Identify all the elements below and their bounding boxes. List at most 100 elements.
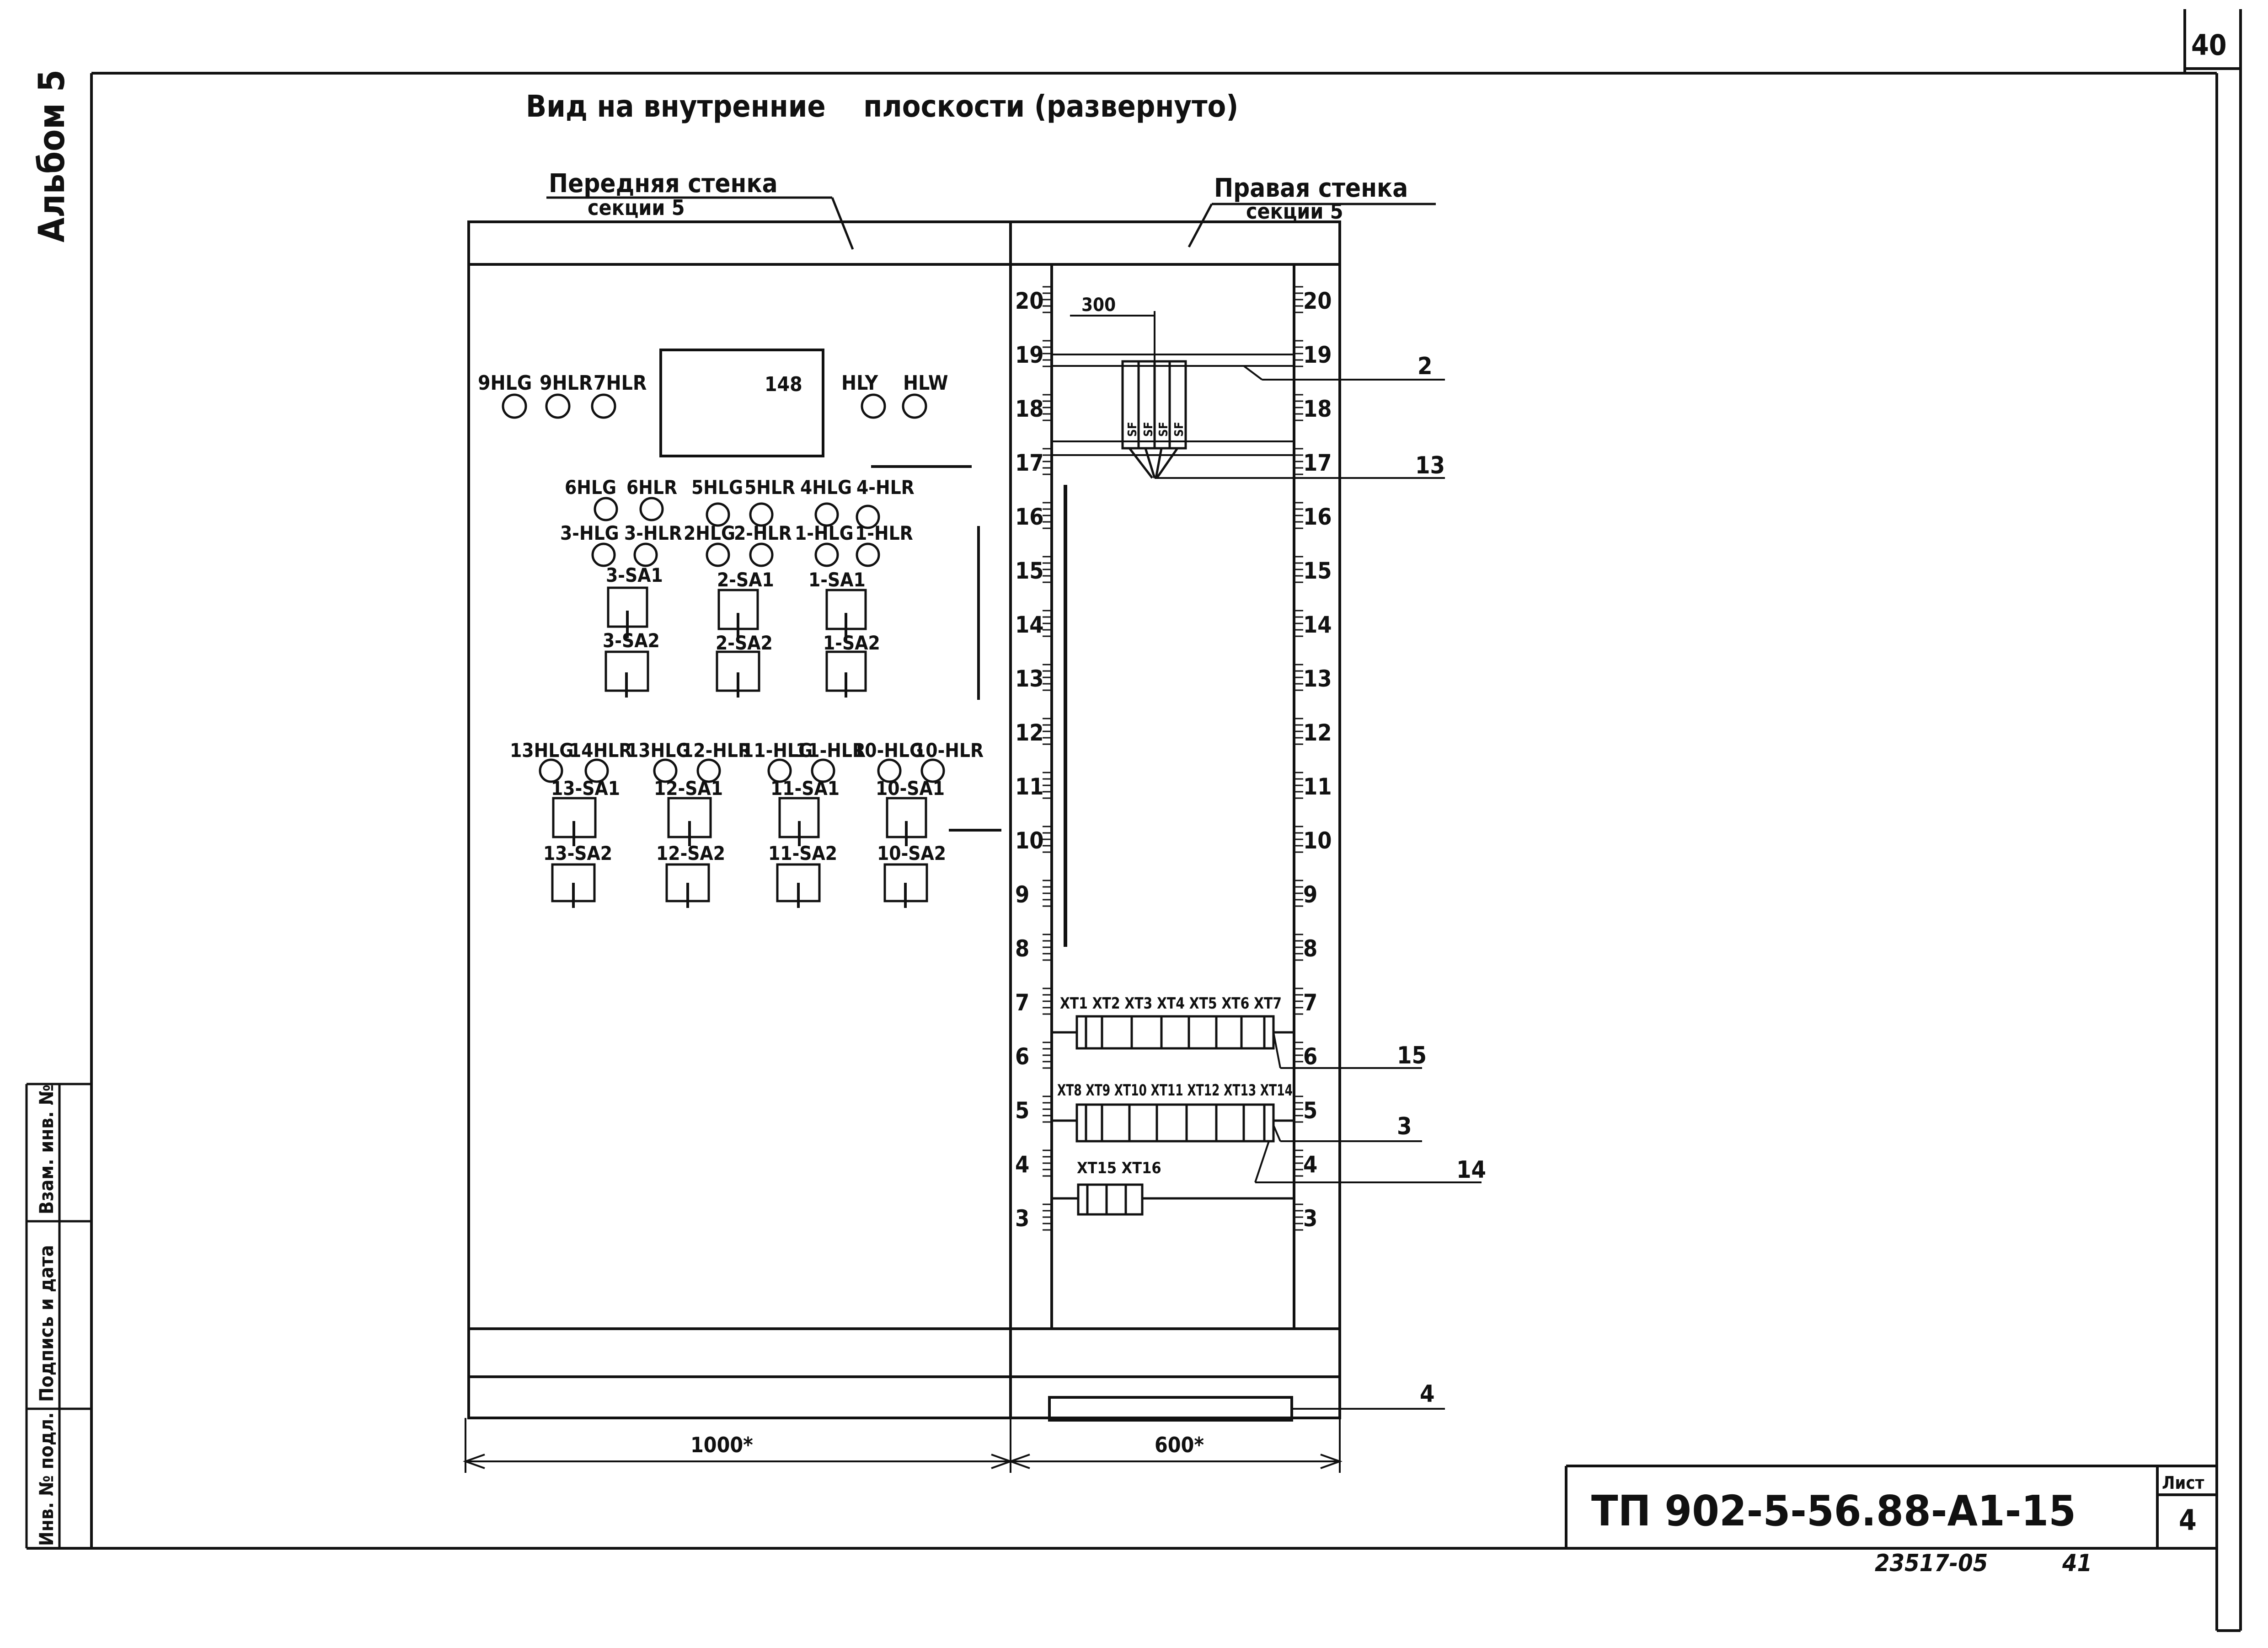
- lamp-label: 7HLR: [594, 371, 647, 395]
- lamp-label: 13HLG: [626, 739, 690, 762]
- sheet-label: Лист: [2162, 1473, 2204, 1493]
- lamp-label: 10-HLG: [853, 739, 924, 762]
- switch-label: 2-SA1: [717, 569, 774, 591]
- scale-right-label: 3: [1303, 1205, 1317, 1232]
- callout-13: 13: [1415, 452, 1445, 479]
- callout-14: 14: [1456, 1156, 1486, 1184]
- front-wall-subtitle: секции 5: [588, 195, 685, 220]
- lamp-label: 10-HLR: [914, 739, 984, 762]
- scale-right-label: 16: [1303, 504, 1332, 530]
- scale-right-label: 9: [1303, 881, 1317, 908]
- scale-right-label: 17: [1303, 450, 1332, 476]
- scale-left-label: 20: [1015, 288, 1044, 314]
- lamp-label: 9HLG: [478, 371, 532, 395]
- scale-left-label: 4: [1015, 1151, 1029, 1178]
- dim-1000: 1000*: [690, 1433, 753, 1457]
- stamp-field-vzam: Взам. инв. №: [35, 1084, 58, 1214]
- switch-label: 12-SA2: [656, 842, 725, 864]
- switch-label: 3-SA2: [603, 629, 660, 652]
- scale-left-label: 18: [1015, 396, 1044, 422]
- breaker-label: SF: [1172, 422, 1186, 437]
- scale-right-label: 8: [1303, 935, 1317, 962]
- stamp-field-podpis: Подпись и дата: [35, 1245, 58, 1402]
- scale-left-label: 6: [1015, 1043, 1029, 1070]
- switch-label: 1-SA2: [823, 632, 880, 654]
- switch-group-upper: 3-SA1 2-SA1 1-SA1 3-SA2 2-SA2 1-SA2: [603, 564, 880, 698]
- lamp-label: 3-HLG: [560, 522, 619, 544]
- switch-label: 13-SA2: [543, 842, 612, 864]
- breaker-block: [1121, 360, 1187, 479]
- scale-left-label: 5: [1015, 1097, 1029, 1124]
- stamp-field-inv: Инв. № подл.: [35, 1412, 58, 1546]
- terminal-row-2-label: XT8 XT9 XT10 XT11 XT12 XT13 XT14: [1057, 1081, 1293, 1100]
- front-wall-title: Передняя стенка: [549, 169, 778, 199]
- drawing-title: Вид на внутренние плоскости (развернуто): [526, 89, 1238, 124]
- scale-right-label: 15: [1303, 558, 1332, 584]
- dimension-lines: [463, 1418, 1343, 1473]
- lamp-label: 11-HLG: [742, 739, 813, 762]
- lamp-label: 6HLR: [626, 476, 677, 499]
- callout-3: 3: [1397, 1113, 1412, 1140]
- stamp-extra: 41: [2062, 1550, 2092, 1577]
- switch-label: 10-SA2: [877, 842, 946, 864]
- lamp-label: 4HLG: [800, 476, 852, 499]
- scale-left-label: 14: [1015, 612, 1044, 638]
- terminal-row-3: [1052, 1183, 1294, 1216]
- lamp-label: 3-HLR: [624, 522, 682, 544]
- scale-right-label: 10: [1303, 827, 1332, 854]
- scale-left-label: 19: [1015, 342, 1044, 368]
- page-number-top: 40: [2191, 28, 2227, 62]
- scale-left-label: 12: [1015, 719, 1044, 746]
- sheet-number: 4: [2179, 1503, 2197, 1537]
- terminal-row-1: [1052, 1015, 1294, 1050]
- callout-15: 15: [1397, 1042, 1427, 1069]
- switch-label: 12-SA1: [654, 777, 723, 800]
- lamp-label: 2HLG: [684, 522, 735, 544]
- switch-label: 11-SA1: [770, 777, 840, 800]
- scale-left-label: 9: [1015, 881, 1029, 908]
- terminal-row-2: [1052, 1103, 1294, 1143]
- lamp-label: HLW: [903, 371, 948, 395]
- lamp-rows-upper: 6HLG 6HLR 5HLG 5HLR 4HLG 4-HLR 3-HLG 3-H…: [560, 476, 915, 567]
- dim-600: 600*: [1155, 1433, 1204, 1457]
- meter-label: 148: [765, 373, 802, 396]
- sheet-frame: [27, 9, 2242, 1632]
- scale-right-label: 14: [1303, 612, 1332, 638]
- scale-left-label: 8: [1015, 935, 1029, 962]
- lamp-row-lower: 13HLG 14HLR 13HLG 12-HLR 11-HLG 11-HLR 1…: [510, 739, 984, 783]
- scale-right-label: 18: [1303, 396, 1332, 422]
- scale-left-label: 16: [1015, 504, 1044, 530]
- scale-right-label: 5: [1303, 1097, 1317, 1124]
- lamp-label: 6HLG: [565, 476, 616, 499]
- dim-300: 300: [1081, 295, 1116, 316]
- switch-label: 10-SA1: [876, 777, 945, 800]
- switch-label: 11-SA2: [768, 842, 837, 864]
- terminal-row-3-label: XT15 XT16: [1077, 1159, 1161, 1177]
- callout-2: 2: [1418, 353, 1433, 380]
- switch-label: 1-SA1: [808, 569, 866, 591]
- lamp-label: 1-HLR: [855, 522, 913, 544]
- switch-label: 13-SA1: [551, 777, 620, 800]
- doc-code: ТП 902-5-56.88-А1-15: [1591, 1487, 2076, 1535]
- scale-right-label: 13: [1303, 666, 1332, 692]
- scale-left-label: 13: [1015, 666, 1044, 692]
- scale-right-label: 12: [1303, 719, 1332, 746]
- scale-right-label: 7: [1303, 989, 1317, 1016]
- breaker-label: SF: [1142, 422, 1155, 437]
- breaker-label: SF: [1157, 422, 1171, 437]
- right-wall-panel: [1009, 220, 1341, 1422]
- terminal-row-1-label: XT1 XT2 XT3 XT4 XT5 XT6 XT7: [1060, 994, 1282, 1013]
- right-wall-title: Правая стенка: [1214, 173, 1408, 203]
- switch-label: 3-SA1: [606, 564, 663, 586]
- lamp-label: 13HLG: [510, 739, 573, 762]
- front-wall-panel: [467, 220, 1012, 1419]
- lamp-label: 14HLR: [569, 739, 632, 762]
- album-label: Альбом 5: [32, 70, 73, 242]
- lamp-label: 12-HLR: [681, 739, 751, 762]
- scale-left-label: 7: [1015, 989, 1029, 1016]
- scale-right-label: 19: [1303, 342, 1332, 368]
- scale-left-label: 17: [1015, 450, 1044, 476]
- callout-leaders: [1155, 365, 1482, 1410]
